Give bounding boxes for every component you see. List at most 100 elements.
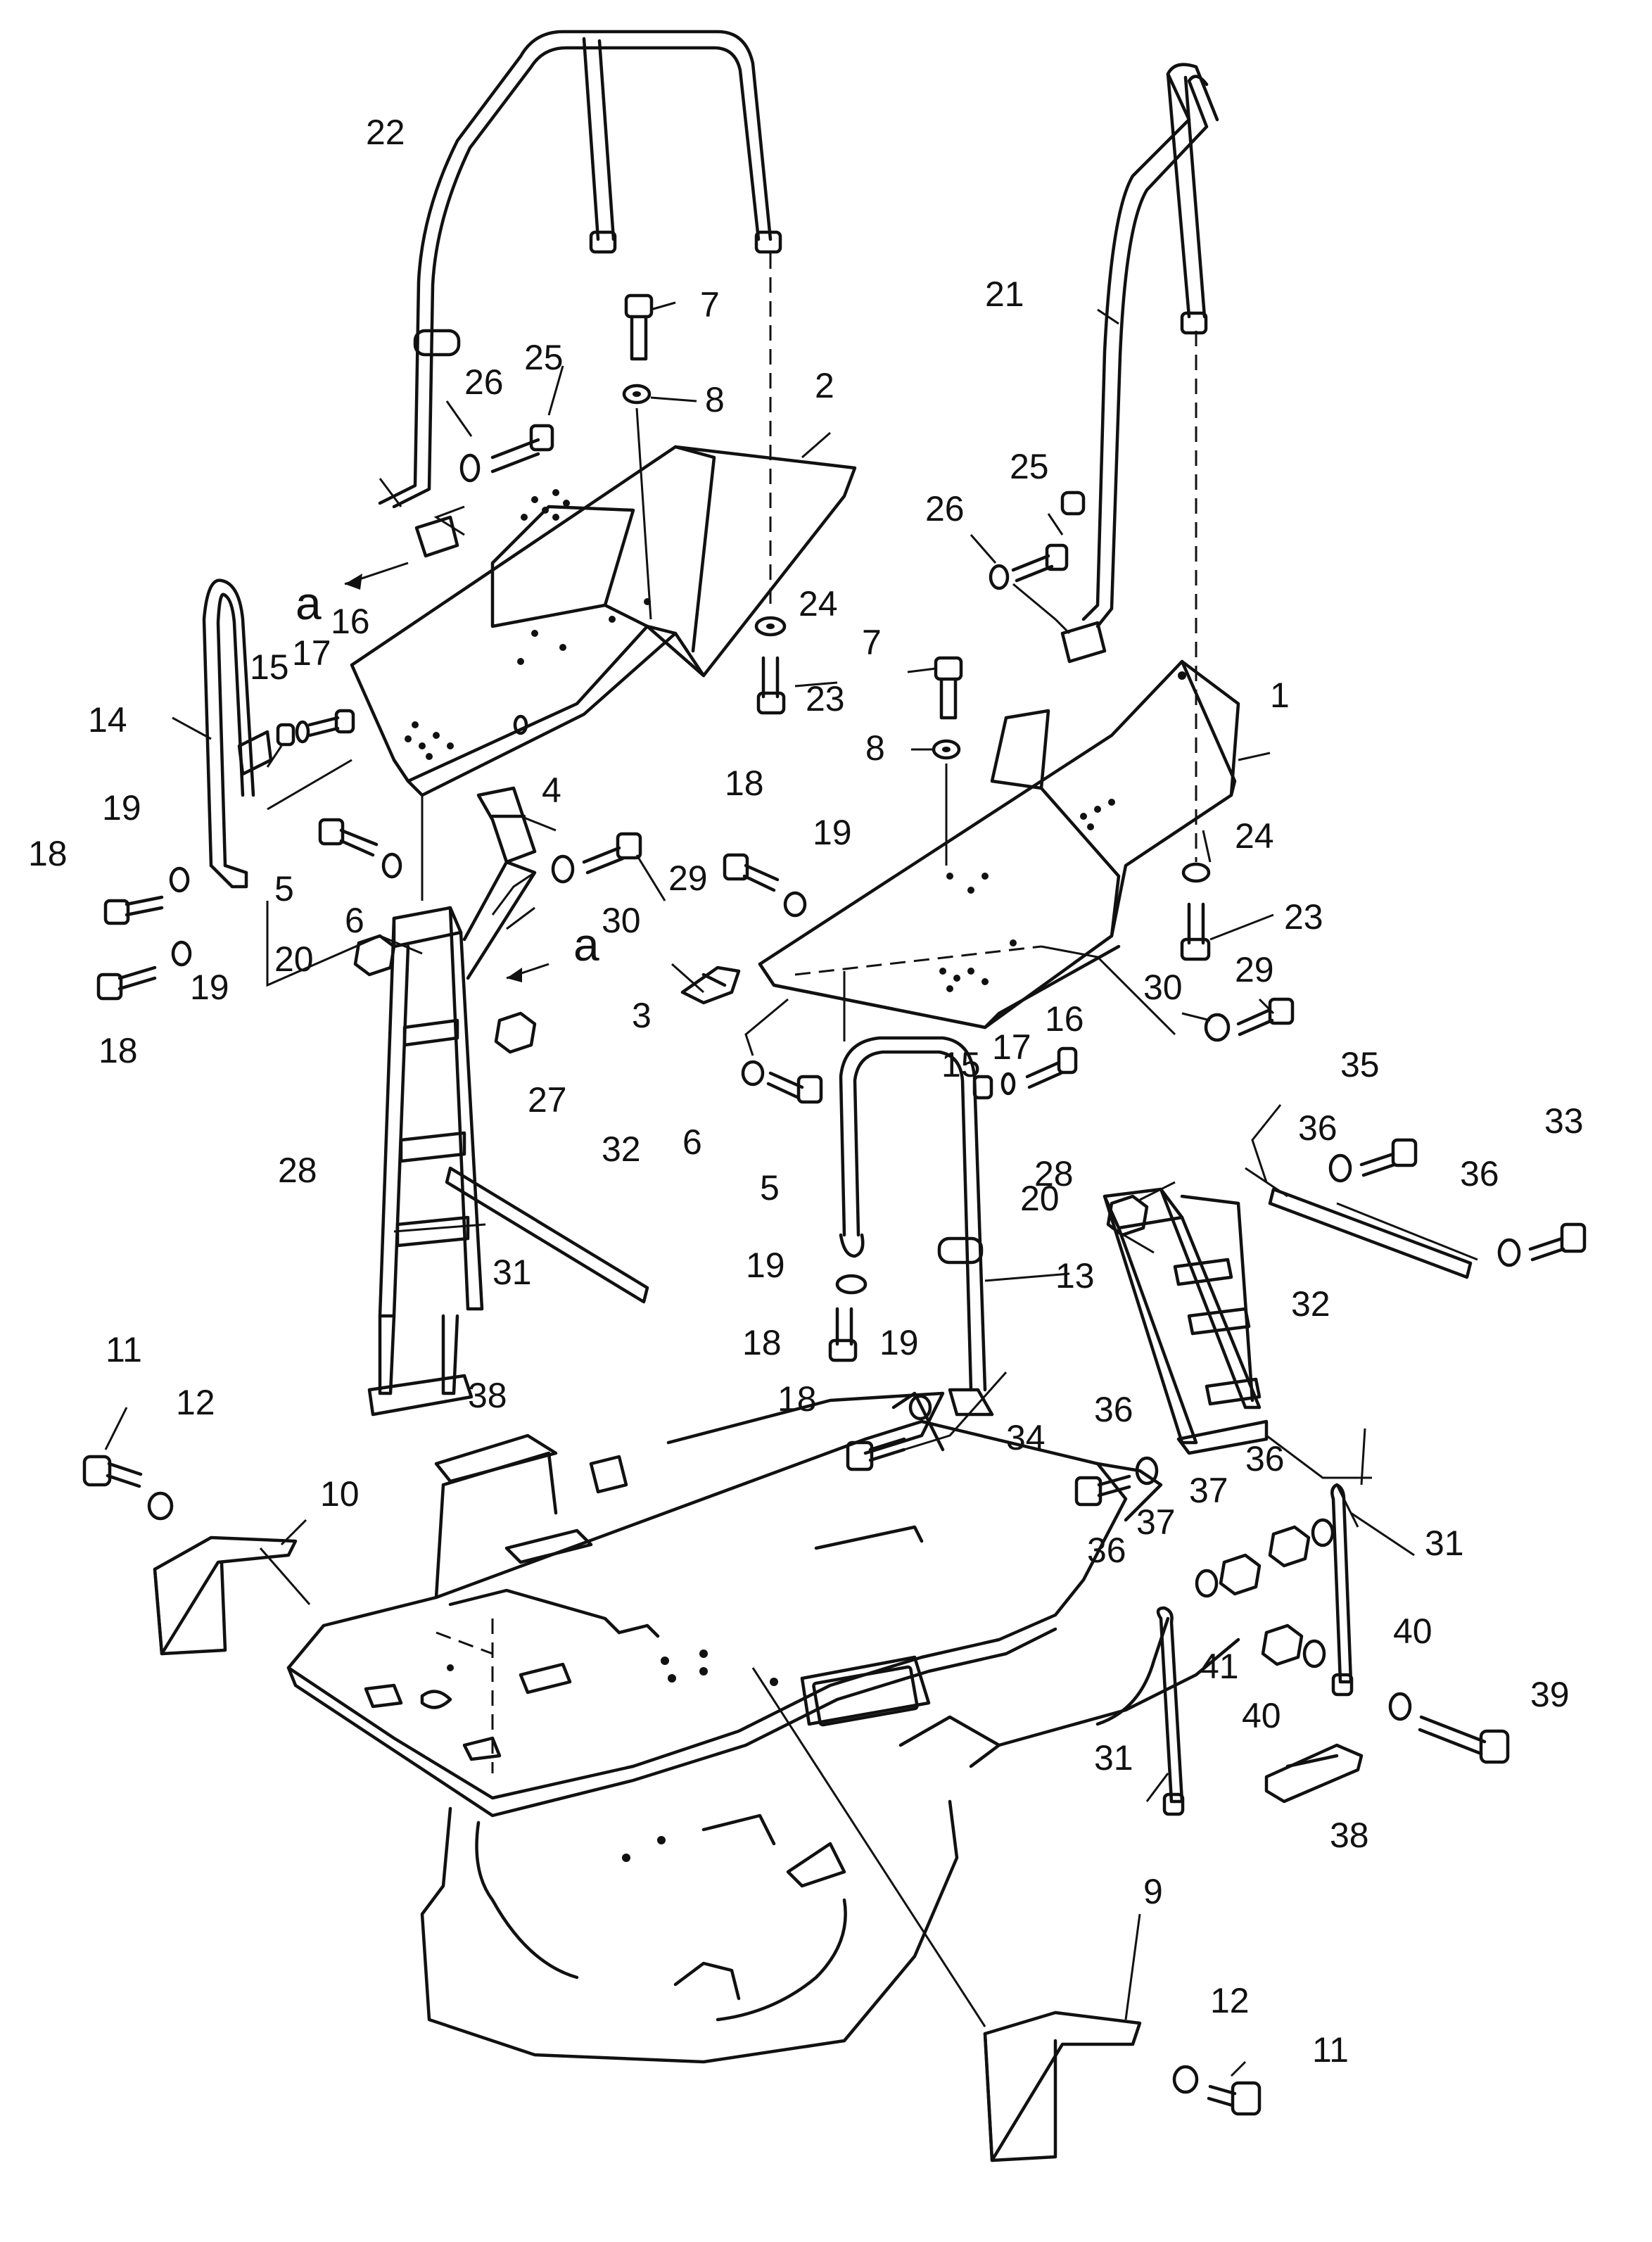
washer-19-c — [783, 891, 807, 918]
callout-28-left: 28 — [278, 1151, 317, 1190]
callout-31-upper-right: 31 — [1425, 1524, 1464, 1563]
callout-5-left: 5 — [274, 869, 294, 908]
callout-5-center: 5 — [760, 1168, 780, 1208]
callout-35: 35 — [1340, 1045, 1380, 1084]
pin-15-upper — [276, 723, 296, 747]
washer-26-right — [989, 564, 1010, 590]
bolt-11-right — [1207, 2081, 1262, 2116]
handrail-14 — [202, 578, 273, 889]
washer-8-lower — [932, 739, 961, 760]
washer-26-upper — [459, 453, 481, 483]
nut-20-right — [1106, 1194, 1149, 1237]
callout-15-upper: 15 — [250, 647, 289, 687]
callout-11-right: 11 — [1312, 2030, 1349, 2070]
callout-20-left: 20 — [274, 939, 314, 979]
callout-15-center: 15 — [941, 1045, 981, 1084]
step-plate-1 — [758, 659, 1240, 1030]
rod-31-lower — [1156, 1606, 1185, 1816]
callout-23-right: 23 — [1284, 897, 1323, 937]
callout-34: 34 — [1006, 1418, 1046, 1457]
washer-19-b — [171, 940, 192, 967]
callout-7-lower: 7 — [862, 623, 882, 662]
callout-30-left: 30 — [602, 901, 641, 940]
nut-27 — [494, 1011, 537, 1054]
fasteners — [82, 293, 1587, 2116]
callout-27: 27 — [528, 1080, 567, 1120]
callout-13: 13 — [1055, 1256, 1095, 1296]
callout-20-right: 20 — [1020, 1179, 1060, 1218]
handrail-13 — [839, 1036, 994, 1417]
nut-41 — [1261, 1623, 1304, 1666]
bolt-35 — [1359, 1138, 1418, 1177]
callout-33: 33 — [1544, 1101, 1584, 1141]
washer-6-center — [741, 1060, 765, 1087]
handrail-22 — [378, 30, 782, 558]
callout-19-e: 19 — [879, 1323, 919, 1362]
washer-40-b — [1388, 1692, 1412, 1721]
callout-31-left: 31 — [493, 1253, 532, 1292]
callout-4: 4 — [542, 771, 561, 810]
washer-24-upper — [754, 616, 787, 637]
callout-29-right: 29 — [1235, 950, 1274, 989]
callout-leaders — [104, 301, 1415, 2077]
callout-25-right: 25 — [1010, 447, 1049, 486]
nut-20-left — [353, 934, 396, 977]
callout-28-right: 28 — [1034, 1154, 1074, 1193]
callout-11-left: 11 — [106, 1330, 142, 1369]
callout-18-e: 18 — [777, 1379, 817, 1419]
step-plate-2 — [350, 445, 857, 797]
washer-24-right — [1181, 862, 1211, 883]
bolt-34 — [1074, 1474, 1131, 1507]
bolt-29-left — [582, 832, 642, 875]
brace-32-right — [1268, 1187, 1473, 1279]
brace-32-left — [445, 1166, 649, 1304]
bolt-33 — [1528, 1222, 1587, 1262]
callout-26-upper: 26 — [464, 362, 504, 402]
assembly-lines — [259, 253, 1478, 2027]
washer-12-right — [1172, 2065, 1199, 2094]
callout-29-left: 29 — [668, 859, 708, 898]
bolt-18-b — [96, 965, 157, 1001]
lower-housing — [420, 1616, 1240, 2064]
washer-36-b — [1497, 1238, 1521, 1267]
washer-36-e — [1195, 1569, 1219, 1598]
callout-9: 9 — [1143, 1872, 1163, 1911]
callout-25-upper: 25 — [524, 338, 564, 377]
callout-6-left: 6 — [345, 901, 364, 940]
callout-14: 14 — [88, 700, 127, 740]
callout-24-upper: 24 — [799, 584, 838, 623]
callout-40-b: 40 — [1242, 1696, 1281, 1735]
bracket-3 — [680, 965, 741, 1005]
callout-labels: 1 2 3 4 5 5 6 6 7 7 8 8 9 10 11 11 12 12… — [28, 113, 1584, 2070]
callout-19-c: 19 — [813, 813, 852, 852]
ladder-28-right — [1103, 1187, 1269, 1455]
washer-36-a — [1328, 1153, 1352, 1183]
bolt-23-upper — [756, 656, 786, 715]
bolt-16-upper — [307, 709, 355, 737]
callout-23-upper: 23 — [806, 679, 845, 718]
callout-12-left: 12 — [176, 1383, 215, 1422]
bolt-7-lower — [934, 656, 963, 720]
callout-36-e: 36 — [1087, 1531, 1126, 1570]
callout-21: 21 — [985, 274, 1024, 314]
callout-16-upper: 16 — [331, 602, 370, 641]
rod-31-upper — [1330, 1483, 1354, 1697]
main-frame — [286, 1391, 1163, 1818]
callout-31-lower-right: 31 — [1094, 1738, 1133, 1778]
callout-19-a: 19 — [102, 788, 141, 828]
callout-36-b: 36 — [1460, 1154, 1499, 1193]
callout-38-right: 38 — [1330, 1816, 1369, 1855]
bolt-18-d — [828, 1307, 858, 1362]
callout-36-a: 36 — [1298, 1108, 1338, 1148]
callout-8-upper: 8 — [705, 380, 725, 419]
callout-22: 22 — [366, 113, 405, 152]
washer-36-d — [1311, 1518, 1335, 1547]
callout-8-lower: 8 — [865, 728, 885, 768]
washer-30-right — [1204, 1013, 1231, 1042]
callout-6-center: 6 — [682, 1122, 702, 1162]
callout-18-d: 18 — [742, 1323, 782, 1362]
callout-1: 1 — [1270, 676, 1290, 715]
callout-36-d: 36 — [1245, 1439, 1285, 1478]
callout-37-a: 37 — [1189, 1471, 1228, 1510]
bolt-23-right — [1180, 902, 1211, 961]
